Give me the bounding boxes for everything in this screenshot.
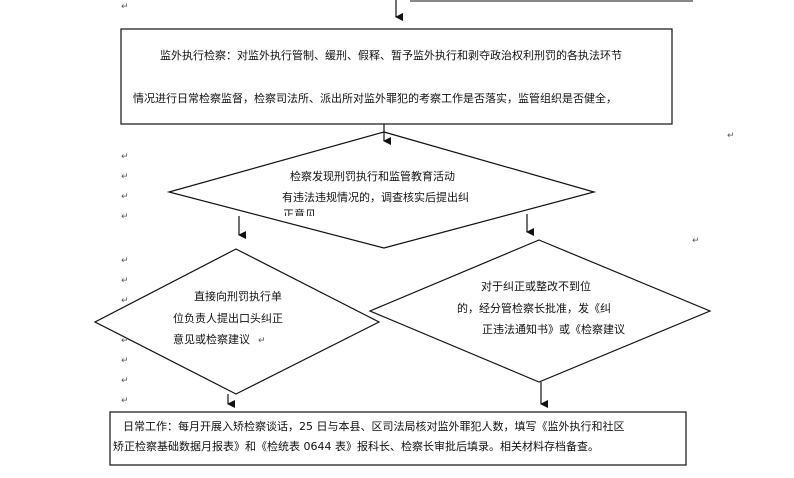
right-diamond-line-1: 对于纠正或整改不到位 (481, 280, 591, 293)
paragraph-mark: ↵ (121, 192, 129, 202)
paragraph-mark: ↵ (121, 336, 129, 346)
paragraph-mark: ↵ (121, 276, 129, 286)
bottom-box-line-1: 日常工作：每月开展入矫检察谈话，25 日与本县、区司法局核对监外罪犯人数，填写《… (123, 420, 625, 433)
paragraph-mark: ↵ (121, 296, 129, 306)
bottom-box-line-2: 矫正检察基础数据月报表》和《检统表 0644 表》报科长、检察长审批后填录。相关… (113, 440, 599, 453)
right-diamond-line-3: 正违法通知书》或《检察建议 (482, 323, 625, 336)
left-diamond-line-1: 直接向刑罚执行单 (194, 290, 282, 303)
decision-line-1: 检察发现刑罚执行和监管教育活动 (290, 170, 455, 183)
top-box-line-1: 监外执行检察：对监外执行管制、缓刑、假释、暂予监外执行和剥夺政治权利刑罚的各执法… (160, 49, 622, 62)
decision-diamond-frame (166, 131, 597, 249)
paragraph-mark: ↵ (121, 396, 129, 406)
left-diamond-frame (93, 248, 381, 395)
paragraph-mark: ↵ (727, 131, 735, 141)
top-box-frame (120, 28, 673, 125)
paragraph-mark: ↵ (121, 356, 129, 366)
top-box-line-2: 情况进行日常检察监督，检察司法所、派出所对监外罪犯的考察工作是否落实，监管组织是… (133, 92, 617, 105)
paragraph-mark: ↵ (121, 172, 129, 182)
paragraph-mark: ↵ (121, 212, 129, 222)
paragraph-mark: ↵ (121, 2, 129, 12)
decision-line-3: 正意见 (283, 208, 316, 216)
right-diamond-frame (368, 239, 712, 383)
left-diamond-line-2: 位负责人提出口头纠正 (173, 312, 283, 325)
bottom-box-frame (109, 411, 687, 466)
paragraph-mark: ↵ (692, 236, 700, 246)
decision-line-2: 有违法违规情况的，调查核实后提出纠 (282, 191, 469, 204)
left-diamond-line-3: 意见或检察建议 (173, 333, 250, 346)
right-diamond-line-2: 的，经分管检察长批准，发《纠 (457, 302, 611, 315)
paragraph-mark: ↵ (258, 336, 266, 346)
paragraph-mark: ↵ (121, 152, 129, 162)
paragraph-mark: ↵ (121, 376, 129, 386)
paragraph-mark: ↵ (121, 256, 129, 266)
